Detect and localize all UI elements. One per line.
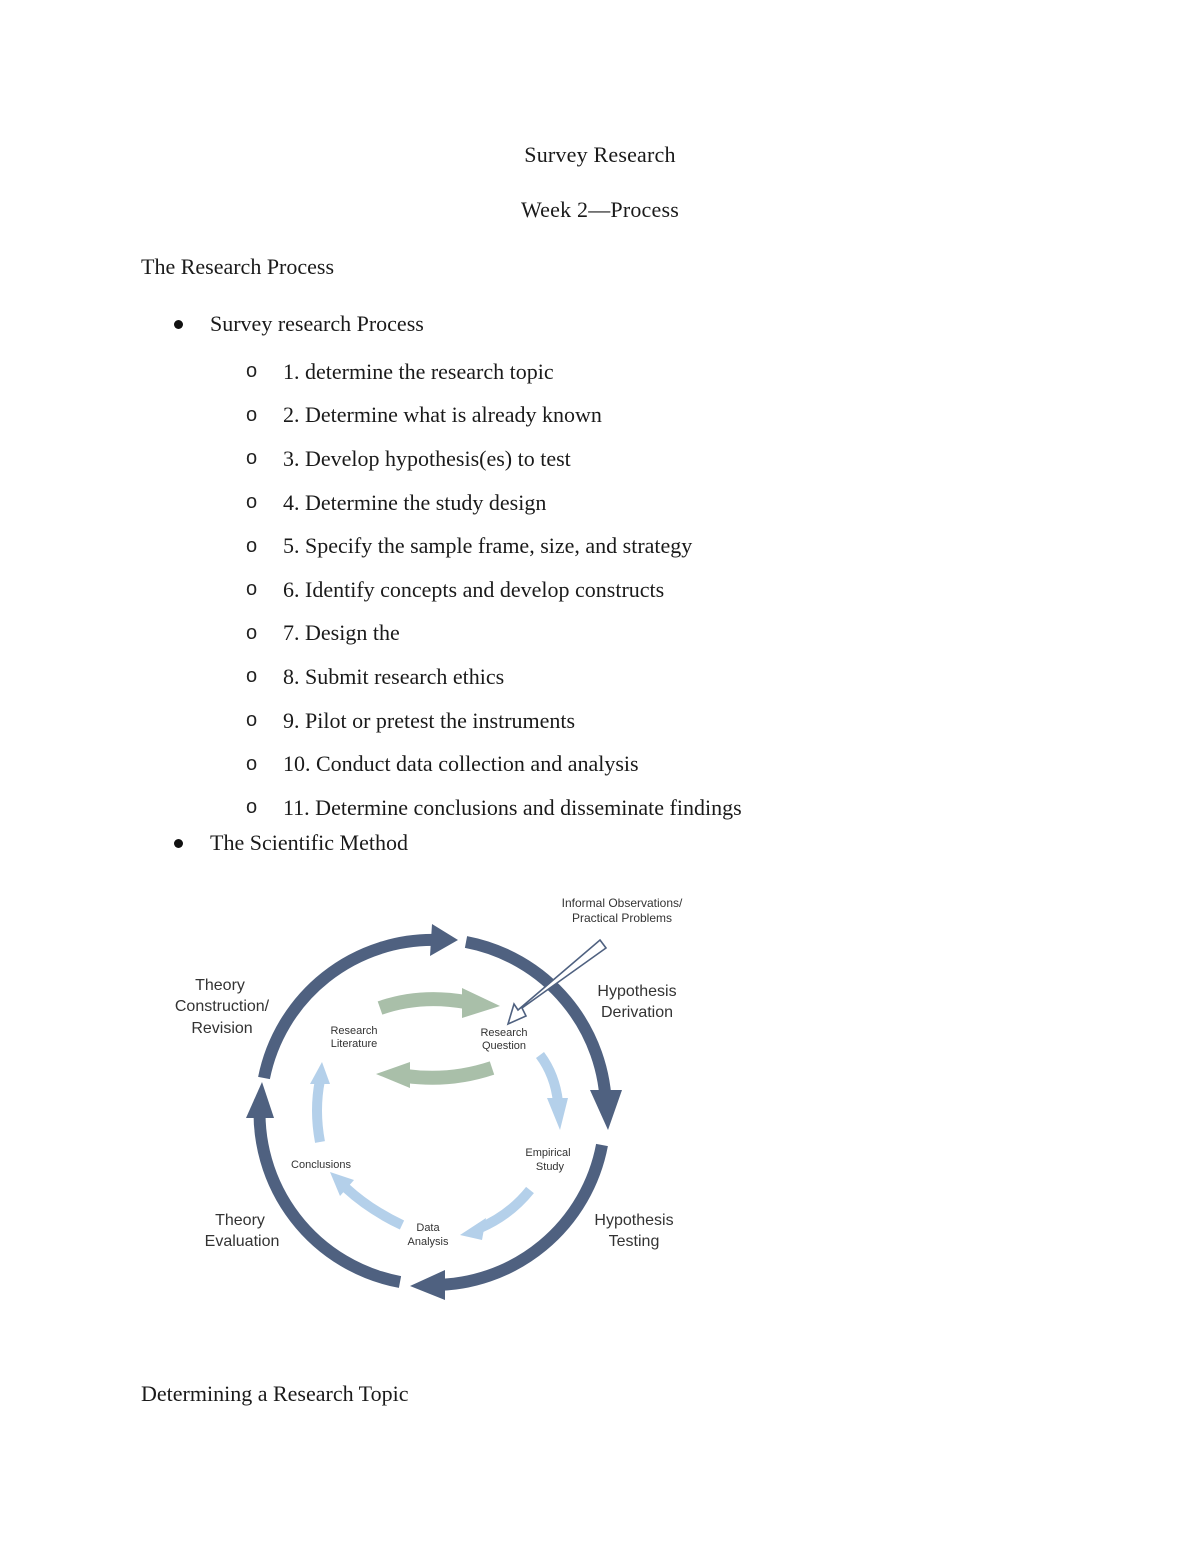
label-informal-2: Practical Problems — [572, 911, 672, 925]
label-theory-eval-2: Evaluation — [205, 1233, 280, 1250]
inner-arc-conclusions-literature — [312, 1079, 325, 1143]
survey-step-label: 5. Specify the sample frame, size, and s… — [283, 533, 693, 559]
outer-arrowhead-bottom — [410, 1270, 445, 1300]
survey-step-item: o 11. Determine conclusions and dissemina… — [246, 786, 742, 830]
survey-step-item: o 10. Conduct data collection and analysi… — [246, 742, 742, 786]
survey-step-item: o 6. Identify concepts and develop constr… — [246, 568, 742, 612]
sub-bullet-marker: o — [246, 447, 258, 470]
sub-bullet-marker: o — [246, 491, 258, 514]
survey-step-item: o 4. Determine the study design — [246, 481, 742, 525]
inner-arrowhead-analysis — [460, 1218, 486, 1240]
inner-arrowheads — [310, 1062, 568, 1240]
outer-arc-top-left — [258, 933, 439, 1080]
hollow-arrow-icon — [506, 938, 608, 1026]
survey-step-label: 2. Determine what is already known — [283, 402, 602, 428]
inner-arrowhead-literature — [310, 1062, 330, 1084]
inner-arrowhead-empirical — [547, 1098, 568, 1130]
survey-process-steps: o 1. determine the research topic o 2. Dete… — [246, 350, 742, 830]
inner-labels: Research Literature Research Question Em… — [291, 1025, 571, 1248]
survey-step-item: o 1. determine the research topic — [246, 350, 742, 394]
bullet-scientific-method: The Scientific Method — [174, 828, 408, 858]
label-theory-constr-2: Construction/ — [175, 998, 270, 1015]
survey-step-item: o 8. Submit research ethics — [246, 655, 742, 699]
survey-step-label: 10. Conduct data collection and analysis — [283, 751, 639, 777]
inner-ring — [312, 1052, 563, 1233]
label-research-question-1: Research — [480, 1027, 527, 1039]
sub-bullet-marker: o — [246, 709, 258, 732]
survey-step-item: o 7. Design the — [246, 612, 742, 656]
literature-arrow-bottom — [405, 1061, 495, 1085]
survey-step-label: 7. Design the — [283, 620, 400, 646]
outer-arc-bottom-left — [253, 1099, 402, 1288]
outer-labels: Informal Observations/ Practical Problem… — [175, 896, 683, 1250]
label-theory-constr-3: Revision — [191, 1020, 252, 1037]
literature-arrowhead-right — [462, 988, 500, 1018]
label-theory-constr-1: Theory — [195, 977, 245, 994]
section-heading-research-process: The Research Process — [141, 254, 335, 279]
literature-arrowhead-left — [376, 1062, 410, 1088]
survey-step-label: 1. determine the research topic — [283, 358, 554, 384]
bullet-survey-process: Survey research Process — [174, 309, 424, 339]
sub-bullet-marker: o — [246, 403, 258, 426]
survey-step-label: 4. Determine the study design — [283, 489, 547, 515]
outer-arrowhead-left — [246, 1082, 274, 1118]
bullet-label: The Scientific Method — [210, 830, 408, 855]
label-data-analysis-2: Analysis — [408, 1236, 449, 1248]
label-hyp-derivation-1: Hypothesis — [597, 983, 676, 1000]
sub-bullet-marker: o — [246, 578, 258, 601]
label-research-question-2: Question — [482, 1040, 526, 1052]
label-hyp-testing-2: Testing — [609, 1233, 660, 1250]
outer-ring — [253, 933, 612, 1292]
sub-bullet-marker: o — [246, 360, 258, 383]
survey-step-item: o 2. Determine what is already known — [246, 394, 742, 438]
section-heading-research-topic: Determining a Research Topic — [141, 1381, 409, 1406]
outer-arc-bottom-right — [431, 1143, 608, 1292]
label-empirical-2: Study — [536, 1161, 565, 1173]
inner-arrowhead-conclusions — [330, 1172, 354, 1196]
survey-step-item: o 5. Specify the sample frame, size, and … — [246, 524, 742, 568]
label-conclusions: Conclusions — [291, 1159, 351, 1171]
label-hyp-testing-1: Hypothesis — [594, 1212, 673, 1229]
sub-bullet-marker: o — [246, 621, 258, 644]
survey-step-item: o 3. Develop hypothesis(es) to test — [246, 437, 742, 481]
literature-arrows — [377, 992, 495, 1085]
sub-bullet-marker: o — [246, 665, 258, 688]
survey-step-label: 6. Identify concepts and develop constru… — [283, 576, 665, 602]
inner-arc-empirical-analysis — [477, 1186, 534, 1233]
sub-bullet-marker: o — [246, 534, 258, 557]
label-research-literature-2: Literature — [331, 1038, 377, 1050]
outer-arrowhead-right — [590, 1090, 622, 1130]
literature-arrowheads — [376, 988, 500, 1088]
survey-step-label: 8. Submit research ethics — [283, 663, 505, 689]
informal-observations-arrow — [506, 938, 608, 1026]
scientific-method-diagram: Informal Observations/ Practical Problem… — [175, 896, 683, 1300]
bullet-dot-icon — [174, 320, 183, 329]
document-subtitle: Week 2—Process — [520, 197, 680, 222]
survey-step-label: 3. Develop hypothesis(es) to test — [283, 445, 571, 471]
label-research-literature-1: Research — [330, 1025, 377, 1037]
label-data-analysis-1: Data — [416, 1222, 440, 1234]
survey-step-label: 9. Pilot or pretest the instruments — [283, 707, 576, 733]
document-title: Survey Research — [524, 142, 676, 167]
inner-arc-analysis-conclusions — [342, 1184, 405, 1230]
survey-step-item: o 9. Pilot or pretest the instruments — [246, 699, 742, 743]
outer-arc-right — [464, 936, 612, 1111]
label-hyp-derivation-2: Derivation — [601, 1004, 673, 1021]
sub-bullet-marker: o — [246, 796, 258, 819]
label-empirical-1: Empirical — [525, 1147, 570, 1159]
bullet-label: Survey research Process — [210, 311, 424, 336]
inner-arc-question-empirical — [535, 1052, 563, 1103]
literature-arrow-top — [377, 992, 468, 1015]
survey-step-label: 11. Determine conclusions and disseminat… — [283, 794, 742, 820]
outer-arrowhead-top — [430, 924, 458, 956]
label-theory-eval-1: Theory — [215, 1212, 265, 1229]
sub-bullet-marker: o — [246, 752, 258, 775]
bullet-dot-icon — [174, 839, 183, 848]
label-informal-1: Informal Observations/ — [562, 896, 683, 910]
outer-arrowheads — [246, 924, 622, 1300]
